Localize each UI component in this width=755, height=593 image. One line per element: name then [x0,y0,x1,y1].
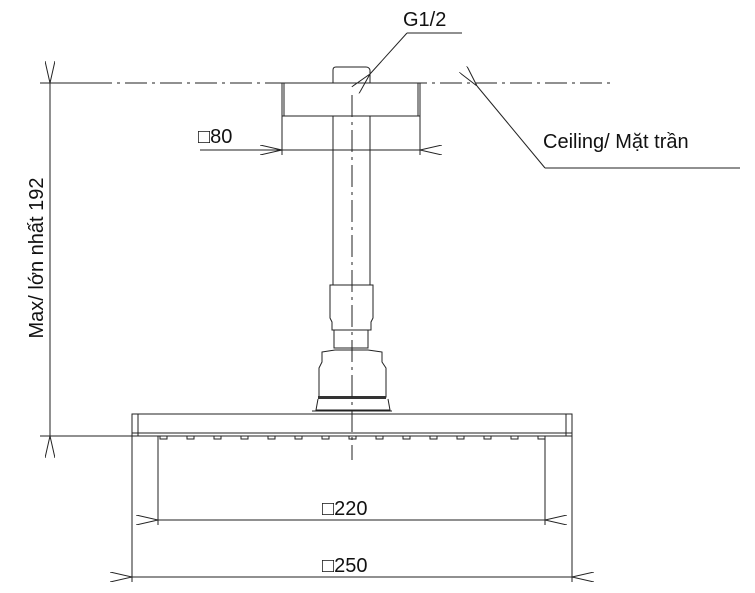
nozzle [402,435,411,440]
nozzle [429,435,438,440]
flange-label: □80 [198,126,232,148]
outer-width-label: □250 [322,555,367,577]
nozzle [159,435,168,440]
nozzle [240,435,249,440]
inner-width-label: □220 [322,498,367,520]
nozzle [321,435,330,440]
nozzle [483,435,492,440]
nozzle [267,435,276,440]
nozzle [537,435,546,440]
pipe [312,116,392,412]
height-dimension: Max/ lớn nhất 192 [26,83,132,436]
nozzle [456,435,465,440]
flange [281,82,421,117]
nozzle [510,435,519,440]
nozzle [213,435,222,440]
inner-width-dimension: □220 [158,436,545,525]
flange-dimension: □80 [198,116,420,155]
thread-label: G1/2 [403,9,446,31]
outer-width-dimension: □250 [132,436,572,582]
height-label: Max/ lớn nhất 192 [26,178,48,339]
nozzle [186,435,195,440]
nozzle [375,435,384,440]
thread-callout: G1/2 [370,9,462,74]
ceiling-callout: Ceiling/ Mặt trần [477,86,740,169]
nipple [332,66,371,83]
nozzle [294,435,303,440]
ceiling-label: Ceiling/ Mặt trần [543,131,689,153]
